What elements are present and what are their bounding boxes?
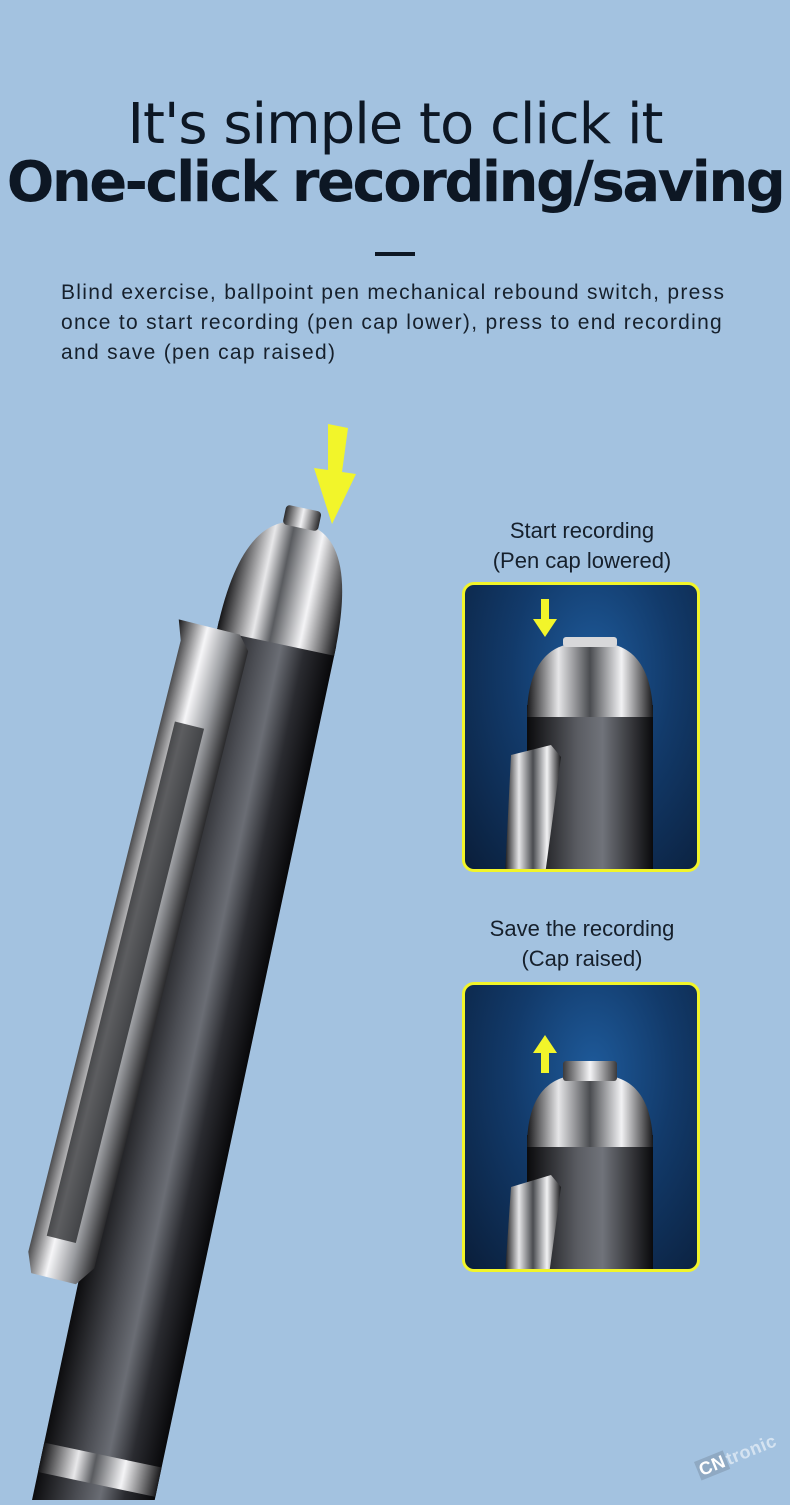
brand-watermark: CNtronic (694, 1431, 780, 1482)
headline-line-2: One-click recording/saving (6, 150, 786, 215)
headline-line-1: It's simple to click it (127, 92, 664, 157)
start-recording-title: Start recording (509, 518, 655, 543)
watermark-suffix: tronic (722, 1430, 780, 1469)
save-recording-subtitle: (Cap raised) (521, 946, 643, 971)
description-text: Blind exercise, ballpoint pen mechanical… (61, 281, 726, 364)
start-recording-caption: Start recording (Pen cap lowered) (432, 516, 732, 576)
save-recording-title: Save the recording (489, 916, 675, 941)
save-recording-panel (462, 982, 700, 1272)
pen-illustration (0, 400, 460, 1505)
start-recording-panel (462, 582, 700, 872)
title-divider (375, 252, 415, 256)
start-recording-subtitle: (Pen cap lowered) (492, 548, 672, 573)
save-recording-caption: Save the recording (Cap raised) (432, 914, 732, 974)
